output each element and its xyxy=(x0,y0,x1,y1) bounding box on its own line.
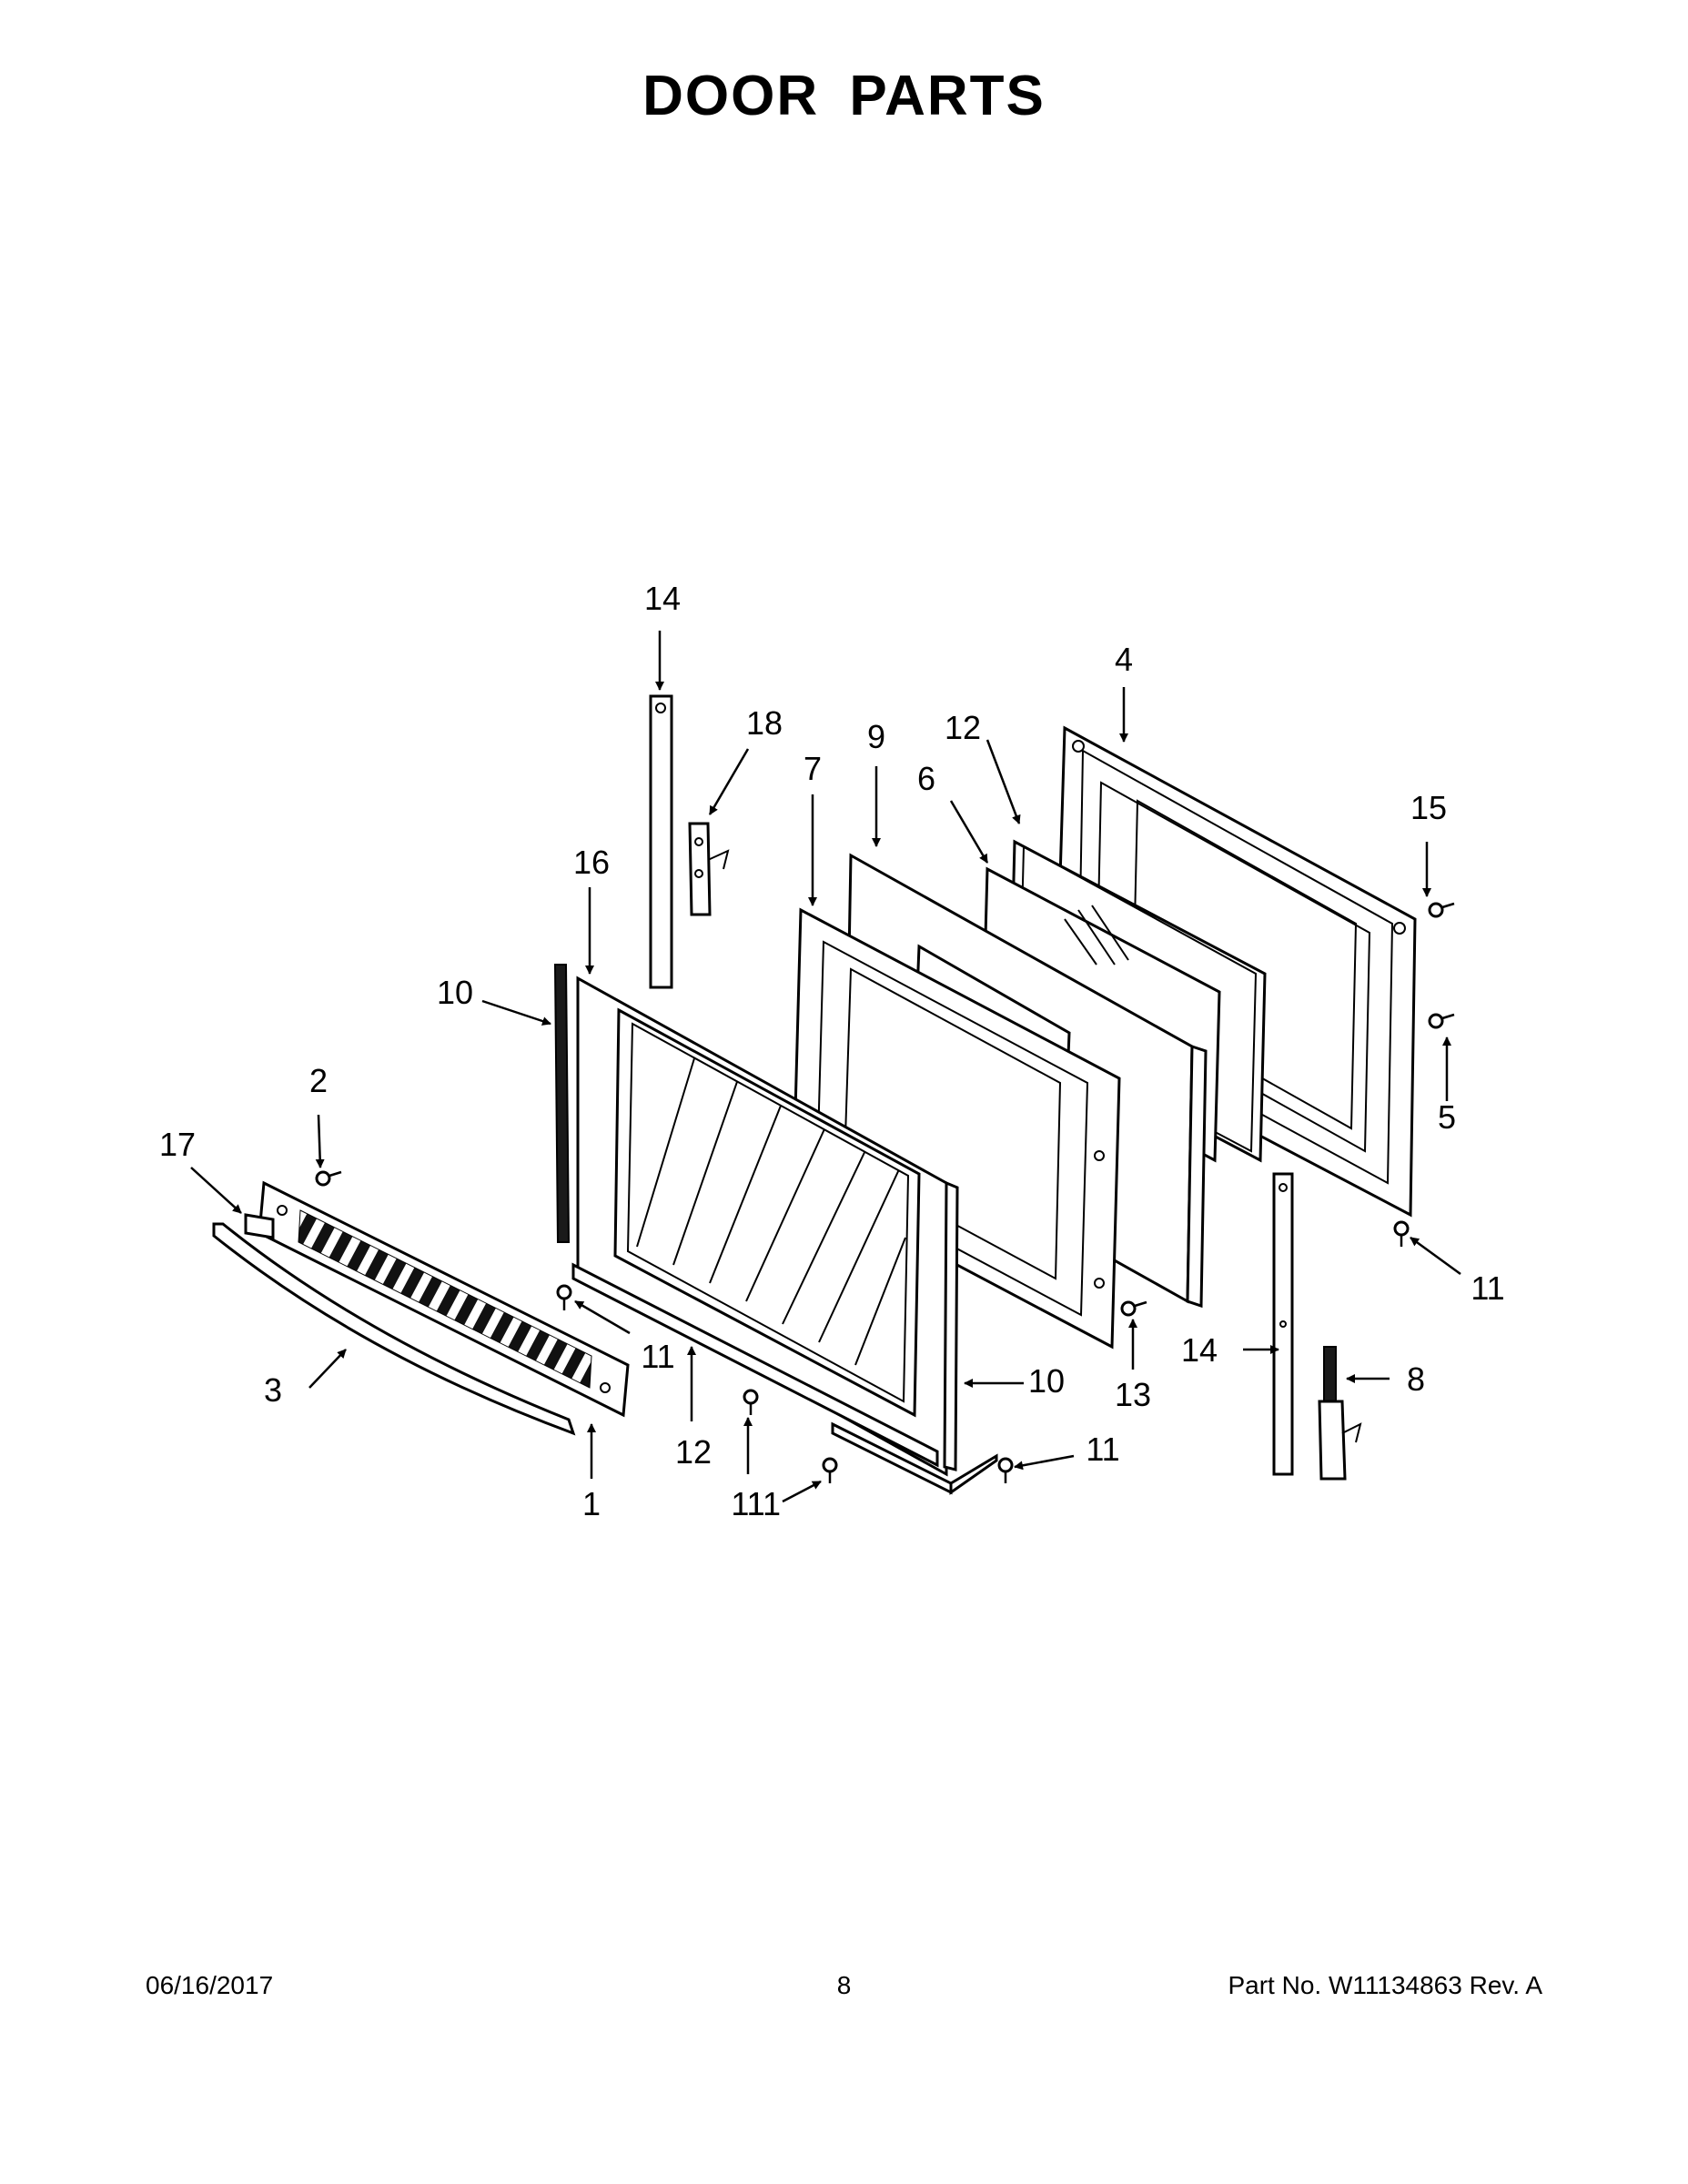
screw-11-a xyxy=(556,1284,572,1310)
screw-13 xyxy=(1120,1300,1147,1317)
callout-17: 17 xyxy=(159,1126,196,1163)
page-title: DOOR PARTS xyxy=(642,65,1046,127)
side-trim-left-part xyxy=(553,964,571,1243)
callout-11-d: 11 xyxy=(1086,1431,1119,1468)
hinge-lower-part xyxy=(1318,1346,1362,1481)
leader-lines xyxy=(190,631,1461,1503)
footer-date: 06/16/2017 xyxy=(146,1971,274,1999)
callout-9: 9 xyxy=(867,718,885,755)
callout-10-right: 10 xyxy=(1028,1362,1065,1400)
callout-6: 6 xyxy=(917,760,935,797)
callout-16: 16 xyxy=(573,844,610,881)
callout-10-left: 10 xyxy=(437,974,473,1011)
callout-5: 5 xyxy=(1438,1098,1456,1136)
hinge-channel-lower-part xyxy=(1272,1172,1294,1476)
callout-2: 2 xyxy=(309,1062,328,1099)
callout-11-a: 11 xyxy=(641,1338,674,1375)
hinge-channel-upper-part xyxy=(649,694,673,989)
callout-1: 1 xyxy=(582,1485,601,1522)
callout-8: 8 xyxy=(1407,1360,1425,1398)
screw-2 xyxy=(315,1170,342,1187)
screw-15 xyxy=(1428,902,1455,918)
footer-page-number: 8 xyxy=(836,1971,852,1999)
side-trim-right-part xyxy=(943,1180,959,1471)
screw-5 xyxy=(1428,1013,1455,1029)
screw-11-e xyxy=(1393,1220,1410,1247)
callout-7: 7 xyxy=(804,750,822,787)
callout-11-right: 11 xyxy=(1471,1269,1504,1307)
callout-18: 18 xyxy=(746,704,783,742)
screw-11-b xyxy=(743,1389,759,1415)
callout-12-lower: 12 xyxy=(675,1433,712,1471)
callout-11-b: 11 xyxy=(731,1485,764,1522)
screw-11-d xyxy=(997,1457,1014,1483)
outer-door-panel-part xyxy=(576,976,948,1477)
hinge-upper-part xyxy=(688,822,730,916)
screw-11-c xyxy=(822,1457,838,1483)
door-handle-part xyxy=(212,1222,576,1436)
callout-3: 3 xyxy=(264,1371,282,1409)
callout-11-c: 11 xyxy=(747,1485,781,1522)
callout-4: 4 xyxy=(1115,641,1133,678)
bottom-trim-part xyxy=(571,1262,998,1495)
footer-part-number: Part No. W11134863 Rev. A xyxy=(1228,1971,1542,1999)
callout-15: 15 xyxy=(1410,789,1447,826)
callout-13: 13 xyxy=(1115,1376,1151,1413)
callout-14-upper: 14 xyxy=(644,580,681,617)
handle-bracket-part xyxy=(244,1213,275,1239)
callout-12-upper: 12 xyxy=(945,709,981,746)
window-frame-part xyxy=(792,907,1121,1350)
callout-14-lower: 14 xyxy=(1181,1331,1218,1369)
